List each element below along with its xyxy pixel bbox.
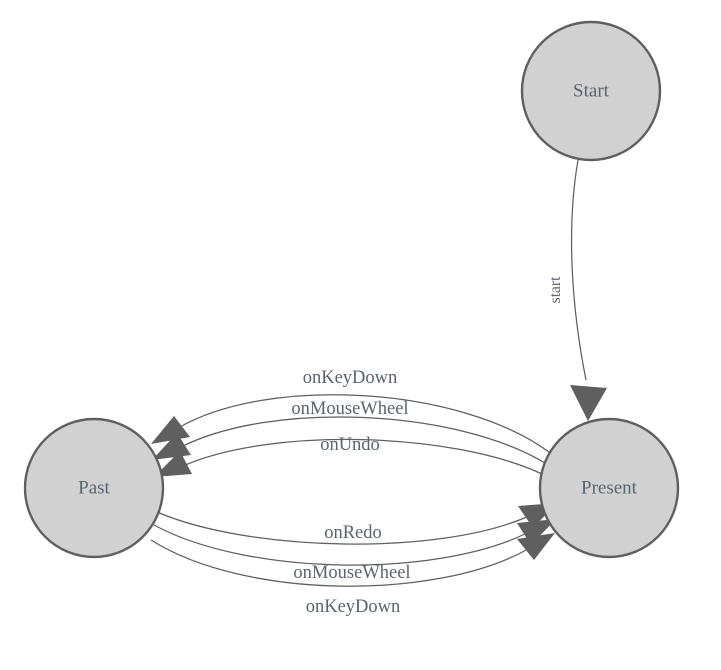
node-start[interactable]: Start xyxy=(520,20,662,162)
node-present-circle[interactable] xyxy=(538,417,680,559)
edge-past-to-present-mousewheel-path xyxy=(153,524,528,566)
edge-label-past-present-redo: onRedo xyxy=(324,523,382,543)
edge-start-to-present: start xyxy=(547,159,607,421)
node-start-circle[interactable] xyxy=(520,20,662,162)
edge-group-past-to-present: onRedo onMouseWheel onKeyDown xyxy=(150,503,557,617)
arrow-head-present-top xyxy=(570,385,607,421)
node-past-circle[interactable] xyxy=(23,417,165,559)
arrow-head-present-mousewheel xyxy=(517,519,556,545)
edge-present-to-past-mousewheel-path xyxy=(180,416,546,464)
node-past[interactable]: Past xyxy=(23,417,165,559)
arrow-head-past-mousewheel xyxy=(152,433,191,460)
edge-label-start: start xyxy=(547,276,564,303)
arrow-head-past-keydown xyxy=(151,416,190,444)
edge-label-past-present-keydown: onKeyDown xyxy=(306,597,401,617)
edge-label-present-past-undo: onUndo xyxy=(320,435,380,455)
edge-present-to-past-keydown-path xyxy=(177,394,550,453)
node-present-label: Present xyxy=(581,477,638,498)
arrow-head-present-keydown xyxy=(517,533,555,560)
node-start-label: Start xyxy=(573,80,610,101)
edge-past-to-present-redo-path xyxy=(156,511,530,545)
edge-past-to-present-keydown-path xyxy=(150,539,529,587)
arrow-head-past-undo xyxy=(154,451,192,477)
edge-label-past-present-mousewheel: onMouseWheel xyxy=(293,563,410,583)
edge-label-present-past-keydown: onKeyDown xyxy=(303,368,398,388)
edge-label-present-past-mousewheel: onMouseWheel xyxy=(291,399,408,419)
edge-group-present-to-past: onKeyDown onMouseWheel onUndo xyxy=(151,368,550,477)
node-past-label: Past xyxy=(78,477,110,498)
edge-present-to-past-undo-path xyxy=(182,438,543,475)
node-present[interactable]: Present xyxy=(538,417,680,559)
edge-start-to-present-path xyxy=(570,159,587,381)
